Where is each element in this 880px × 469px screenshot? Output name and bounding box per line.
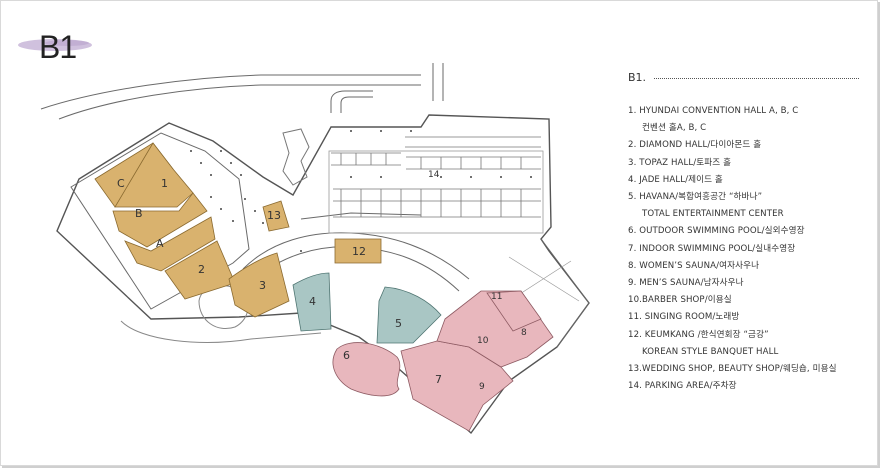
hall-3	[228, 252, 290, 318]
label-hall-a: A	[156, 237, 164, 250]
legend-item: 3. TOPAZ HALL/토파즈 홀	[628, 157, 732, 168]
label-area-9: 9	[479, 382, 485, 392]
convention-halls	[94, 142, 382, 318]
ramp-outline	[330, 90, 373, 113]
title-swoosh-decoration	[18, 39, 92, 51]
legend-panel: B1. 1. HYUNDAI CONVENTION HALL A, B, C 컨벤…	[628, 71, 863, 395]
hall-b	[112, 192, 208, 248]
label-area-4: 4	[309, 295, 316, 308]
singing-room	[486, 290, 542, 332]
havana	[376, 286, 442, 344]
teal-areas	[292, 272, 442, 344]
legend-item: 11. SINGING ROOM/노래방	[628, 312, 740, 323]
label-area-2: 2	[198, 263, 205, 276]
label-area-13: 13	[267, 209, 281, 222]
label-area-7: 7	[435, 373, 442, 386]
outdoor-pool	[332, 342, 401, 397]
road-line	[432, 63, 444, 101]
garden-path	[120, 320, 322, 343]
legend-item: 10.BARBER SHOP/이용실	[628, 295, 732, 306]
corridor-line	[300, 212, 422, 220]
parking-grid	[328, 136, 544, 234]
label-area-5: 5	[395, 317, 402, 330]
label-area-14: 14	[428, 170, 440, 180]
hall-12	[334, 238, 382, 264]
pink-areas	[332, 290, 554, 432]
legend-item-continuation: 컨벤션 홀A, B, C	[642, 123, 707, 134]
label-area-11: 11	[491, 292, 502, 302]
hall-a	[124, 216, 216, 272]
label-area-6: 6	[343, 349, 350, 362]
legend-item-continuation: TOTAL ENTERTAINMENT CENTER	[642, 209, 784, 220]
legend-item: 9. MEN’S SAUNA/남자사우나	[628, 278, 744, 289]
legend-item-continuation: KOREAN STYLE BANQUET HALL	[642, 346, 779, 357]
label-area-1: 1	[161, 177, 168, 190]
road-line	[58, 84, 421, 120]
legend-item: 4. JADE HALL/제이드 홀	[628, 174, 723, 185]
label-hall-c: C	[117, 177, 125, 190]
courtyard-feature	[282, 128, 310, 186]
label-area-8: 8	[521, 328, 527, 338]
label-area-3: 3	[259, 279, 266, 292]
legend-item: 14. PARKING AREA/주차장	[628, 381, 737, 392]
area-labels: C 1 B A 2 3 4 5 6 7 8 9 10 11 12 13 14	[117, 170, 527, 392]
building-outline	[56, 114, 590, 435]
legend-item: 2. DIAMOND HALL/다이아몬드 홀	[628, 140, 762, 151]
hall-13	[262, 200, 290, 232]
label-hall-b: B	[135, 207, 143, 220]
legend-item: 12. KEUMKANG /한식연회장 “금강”	[628, 329, 769, 340]
legend-item: 5. HAVANA/복합여흥공간 “하바나”	[628, 192, 763, 203]
legend-divider	[654, 78, 859, 79]
west-wing-outline	[70, 132, 250, 310]
legend-item: 1. HYUNDAI CONVENTION HALL A, B, C	[628, 106, 799, 116]
hall-1-upper	[114, 142, 194, 208]
jade-hall	[292, 272, 332, 332]
legend-item: 6. OUTDOOR SWIMMING POOL/실외수영장	[628, 226, 805, 237]
level-title: B1	[39, 29, 77, 65]
label-area-12: 12	[352, 245, 366, 258]
legend-list: 1. HYUNDAI CONVENTION HALL A, B, C 컨벤션 홀A…	[628, 103, 863, 395]
legend-item: 7. INDOOR SWIMMING POOL/실내수영장	[628, 243, 796, 254]
legend-header: B1.	[628, 71, 863, 89]
east-wedge-outline	[540, 238, 590, 348]
legend-title: B1.	[628, 71, 647, 84]
legend-item: 13.WEDDING SHOP, BEAUTY SHOP/웨딩숍, 미용실	[628, 364, 837, 375]
legend-item: 8. WOMEN’S SAUNA/여자사우나	[628, 260, 760, 271]
road-line	[40, 74, 421, 110]
label-area-10: 10	[477, 336, 489, 346]
